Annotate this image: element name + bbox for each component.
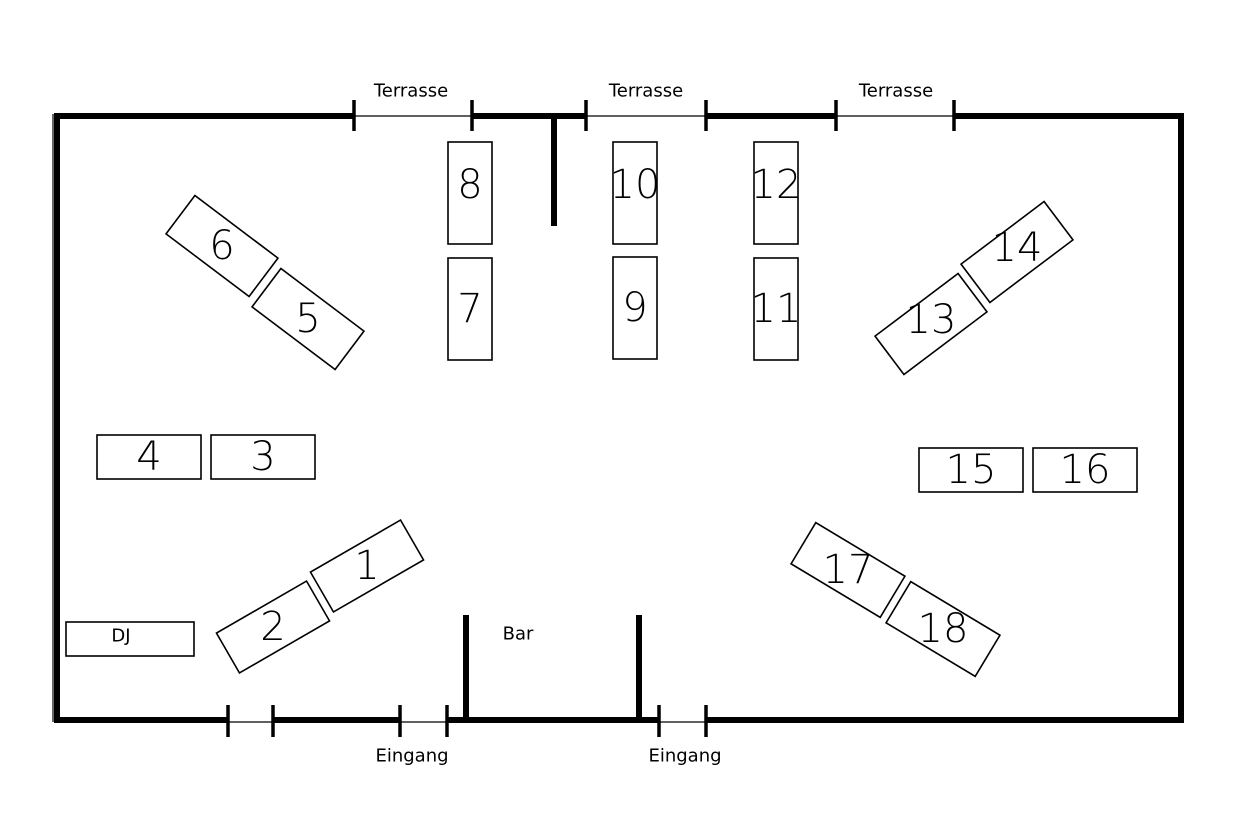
dj-label: DJ xyxy=(111,626,130,647)
table-9-number: 9 xyxy=(622,285,647,331)
table-5[interactable]: 5 xyxy=(250,267,366,371)
dj-booth-rect xyxy=(65,621,195,657)
table-7[interactable]: 7 xyxy=(447,257,493,361)
table-3[interactable]: 3 xyxy=(210,434,316,480)
table-4[interactable]: 4 xyxy=(96,434,202,480)
terrace-label-center: Terrasse xyxy=(608,81,683,102)
table-14[interactable]: 14 xyxy=(953,191,1077,307)
table-15-number: 15 xyxy=(946,447,997,493)
table-14-number: 14 xyxy=(992,225,1043,271)
table-15[interactable]: 15 xyxy=(918,447,1024,493)
table-8-number: 8 xyxy=(457,162,482,208)
table-1-number: 1 xyxy=(354,543,379,589)
table-18-number: 18 xyxy=(918,606,969,652)
tables: 1 2 3 4 5 6 7 xyxy=(96,141,1138,684)
table-2-number: 2 xyxy=(260,604,285,650)
table-17[interactable]: 17 xyxy=(787,515,910,625)
table-8[interactable]: 8 xyxy=(447,141,493,245)
table-1[interactable]: 1 xyxy=(309,517,425,615)
bar-label: Bar xyxy=(503,624,534,645)
table-17-number: 17 xyxy=(823,547,874,593)
table-10-number: 10 xyxy=(610,162,661,208)
walls xyxy=(52,113,1184,723)
entrance-label-right: Eingang xyxy=(648,746,721,767)
table-3-number: 3 xyxy=(250,434,275,480)
table-11-number: 11 xyxy=(751,286,802,332)
table-6[interactable]: 6 xyxy=(164,194,280,298)
terrace-label-left: Terrasse xyxy=(373,81,448,102)
table-16-number: 16 xyxy=(1060,447,1111,493)
table-7-number: 7 xyxy=(457,286,482,332)
table-16[interactable]: 16 xyxy=(1032,447,1138,493)
table-18[interactable]: 18 xyxy=(882,574,1005,684)
table-6-number: 6 xyxy=(209,223,234,269)
terrace-label-right: Terrasse xyxy=(858,81,933,102)
entrance-label-left: Eingang xyxy=(375,746,448,767)
openings xyxy=(226,100,956,737)
table-13[interactable]: 13 xyxy=(867,263,991,379)
table-4-number: 4 xyxy=(136,434,161,480)
table-10[interactable]: 10 xyxy=(610,141,661,245)
table-5-number: 5 xyxy=(295,296,320,342)
table-11[interactable]: 11 xyxy=(751,257,802,361)
table-2[interactable]: 2 xyxy=(215,578,331,676)
table-12-number: 12 xyxy=(751,162,802,208)
table-13-number: 13 xyxy=(906,297,957,343)
dj-booth: DJ xyxy=(65,621,195,657)
labels: Terrasse Terrasse Terrasse Eingang Einga… xyxy=(373,81,933,767)
table-12[interactable]: 12 xyxy=(751,141,802,245)
table-9[interactable]: 9 xyxy=(612,256,658,360)
